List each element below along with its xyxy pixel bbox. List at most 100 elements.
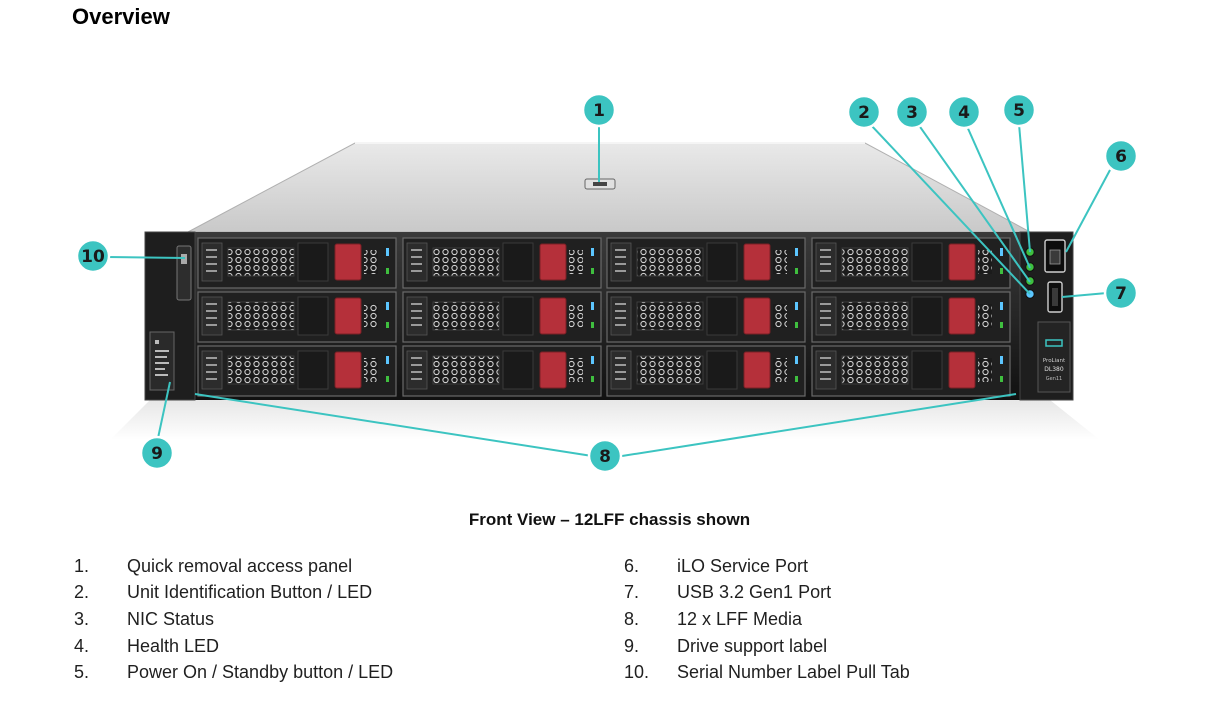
lff-drive-carrier[interactable] (811, 237, 1011, 289)
drive-label (815, 350, 837, 390)
drive-status-led (386, 322, 389, 328)
legend-number: 1. (74, 555, 90, 576)
callout-number: 7 (1115, 284, 1127, 304)
drive-vent (227, 247, 295, 277)
drive-label (610, 350, 632, 390)
drive-release-latch[interactable] (539, 243, 567, 281)
legend-number: 8. (624, 608, 640, 629)
callout-3: 3 (894, 94, 930, 130)
drive-activity-led (591, 356, 594, 364)
legend-number: 2. (74, 582, 90, 603)
legend-number: 9. (624, 635, 640, 656)
drive-release-latch[interactable] (743, 297, 771, 335)
callout-8: 8 (587, 438, 623, 474)
lff-drive-carrier[interactable] (197, 345, 397, 397)
callout-9: 9 (139, 435, 175, 471)
callout-number: 3 (906, 103, 918, 123)
drive-activity-led (795, 302, 798, 310)
drive-status-led (386, 268, 389, 274)
callout-number: 8 (599, 447, 611, 467)
lff-drive-carrier[interactable] (197, 291, 397, 343)
legend-item: 9. Drive support label (624, 633, 910, 660)
callout-4: 4 (946, 94, 982, 130)
legend-number: 3. (74, 608, 90, 629)
model-badge-line1: ProLiant (1043, 358, 1066, 364)
drive-status-led (591, 268, 594, 274)
legend-item: 10. Serial Number Label Pull Tab (624, 659, 910, 686)
drive-activity-led (386, 356, 389, 364)
callout-number: 4 (958, 103, 970, 123)
drive-status-led (795, 268, 798, 274)
drive-release-latch[interactable] (948, 351, 976, 389)
drive-release-latch[interactable] (539, 351, 567, 389)
lff-drive-carrier[interactable] (606, 237, 806, 289)
callout-2: 2 (846, 94, 882, 130)
drive-activity-led (386, 248, 389, 256)
drive-support-label (149, 331, 175, 391)
legend-number: 5. (74, 662, 90, 683)
model-badge-line3: Gen11 (1046, 376, 1062, 382)
lff-drive-carrier[interactable] (811, 345, 1011, 397)
lff-drive-carrier[interactable] (606, 291, 806, 343)
legend-item: 6. iLO Service Port (624, 553, 910, 580)
legend-label: Serial Number Label Pull Tab (677, 662, 910, 683)
drive-release-latch[interactable] (539, 297, 567, 335)
lff-drive-carrier[interactable] (606, 345, 806, 397)
drive-label (406, 296, 428, 336)
legend-label: USB 3.2 Gen1 Port (677, 582, 832, 603)
drive-activity-led (1000, 302, 1003, 310)
callout-number: 10 (81, 247, 105, 267)
drive-status-led (1000, 268, 1003, 274)
drive-label (201, 296, 223, 336)
drive-status-led (1000, 376, 1003, 382)
callout-5: 5 (1001, 92, 1037, 128)
drive-status-led (591, 376, 594, 382)
legend-number: 4. (74, 635, 90, 656)
drive-activity-led (795, 248, 798, 256)
drive-release-latch[interactable] (334, 297, 362, 335)
drive-vent (227, 301, 295, 331)
callout-leader-lines (105, 123, 1111, 457)
callout-10: 10 (75, 238, 111, 274)
floor-shadow (110, 400, 1100, 440)
legend-label: Health LED (127, 635, 220, 656)
model-badge-line2: DL380 (1044, 366, 1064, 373)
lff-drive-carrier[interactable] (402, 345, 602, 397)
drive-vent (636, 355, 704, 385)
drive-status-led (795, 376, 798, 382)
legend-right-column: 6. iLO Service Port 7. USB 3.2 Gen1 Port… (624, 553, 910, 686)
drive-release-latch[interactable] (948, 243, 976, 281)
drive-activity-led (591, 248, 594, 256)
drive-status-led (591, 322, 594, 328)
legend-left-column: 1. Quick removal access panel 2. Unit Id… (74, 553, 393, 686)
legend-label: NIC Status (127, 608, 215, 629)
drive-release-latch[interactable] (334, 243, 362, 281)
lff-drive-carrier[interactable] (197, 237, 397, 289)
lff-drive-carrier[interactable] (402, 291, 602, 343)
drive-release-latch[interactable] (743, 351, 771, 389)
drive-release-latch[interactable] (743, 243, 771, 281)
drive-release-latch[interactable] (334, 351, 362, 389)
drive-release-latch[interactable] (948, 297, 976, 335)
callout-number: 9 (151, 444, 163, 464)
lff-drive-carrier[interactable] (402, 237, 602, 289)
page-title: Overview (72, 4, 170, 29)
drive-vent (841, 301, 909, 331)
legend-label: Quick removal access panel (127, 555, 353, 576)
drive-activity-led (386, 302, 389, 310)
drive-activity-led (1000, 356, 1003, 364)
callout-1: 1 (581, 92, 617, 128)
legend-item: 3. NIC Status (74, 606, 393, 633)
legend-item: 8. 12 x LFF Media (624, 606, 910, 633)
drive-vent (432, 247, 500, 277)
legend-label: Unit Identification Button / LED (127, 582, 373, 603)
callout-number: 5 (1013, 101, 1025, 121)
callout-number: 1 (593, 101, 605, 121)
legend-label: 12 x LFF Media (677, 608, 803, 629)
lff-drive-carrier[interactable] (811, 291, 1011, 343)
drive-label (610, 242, 632, 282)
drive-vent (227, 355, 295, 385)
drive-activity-led (795, 356, 798, 364)
legend-item: 7. USB 3.2 Gen1 Port (624, 580, 910, 607)
